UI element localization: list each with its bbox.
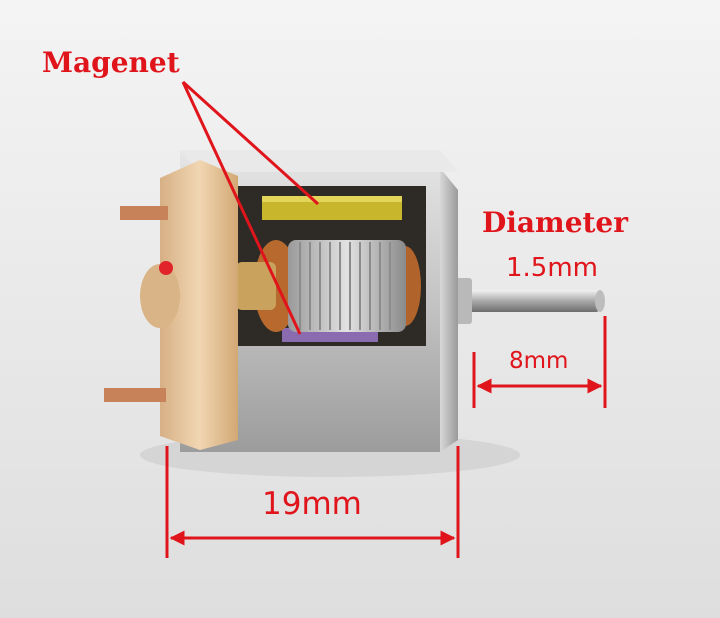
motor-shaft — [455, 290, 600, 312]
diameter-value: 1.5mm — [506, 253, 598, 283]
shaft-length-label: 8mm — [509, 348, 568, 374]
coil-windings — [299, 242, 391, 330]
armature-coil — [288, 240, 406, 332]
body-side-panel — [440, 168, 458, 452]
red-terminal-mark — [159, 261, 173, 275]
terminal-top — [120, 206, 168, 220]
diameter-label: Diameter — [482, 206, 629, 239]
housing-top-edge — [180, 150, 458, 172]
commutator — [236, 262, 276, 310]
terminal-bottom — [104, 388, 166, 402]
plastic-end-cap — [160, 160, 238, 450]
magnet-label: Magenet — [42, 46, 180, 79]
shaft-tip — [595, 290, 605, 312]
magnet-pointer-bottom — [181, 81, 302, 335]
magnet-pointer-top — [181, 80, 320, 206]
body-length-label: 19mm — [262, 486, 362, 522]
end-cap-boss — [140, 264, 180, 328]
